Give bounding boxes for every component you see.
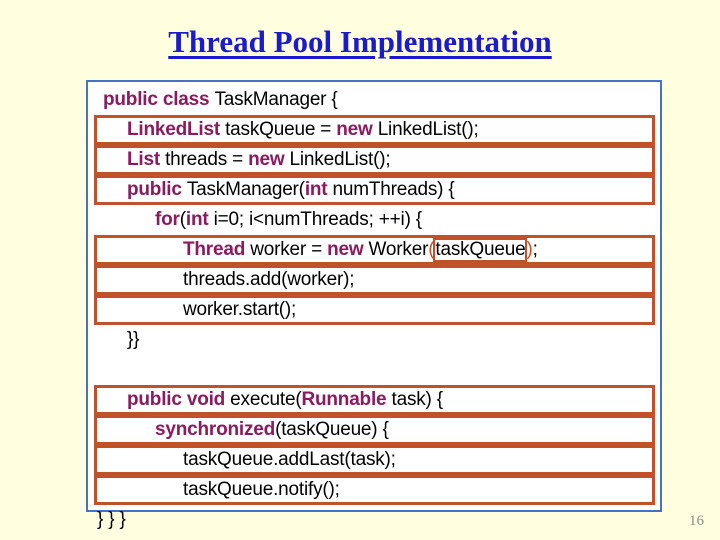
code-token-text: } } }: [97, 509, 126, 530]
code-token-highlight: taskQueue: [433, 238, 528, 262]
code-token-text: threads.add(worker);: [183, 269, 355, 290]
code-token-keyword: List: [127, 149, 166, 170]
code-token-keyword: synchronized: [155, 419, 276, 440]
code-token-text: taskQueue.addLast(task);: [183, 449, 396, 470]
code-token-text: i=0; i<numThreads; ++i) {: [213, 209, 423, 230]
code-token-text: taskQueue =: [225, 119, 337, 140]
code-line: taskQueue.notify();: [94, 475, 655, 505]
code-token-keyword: Thread: [183, 239, 251, 260]
code-line: [94, 355, 655, 385]
code-token-text: TaskManager {: [214, 89, 338, 110]
code-line: worker.start();: [94, 295, 655, 325]
code-token-paren: ): [526, 239, 533, 260]
code-token-text: taskQueue.notify();: [183, 479, 340, 500]
code-line: threads.add(worker);: [94, 265, 655, 295]
code-token-keyword: new: [336, 119, 378, 140]
page-title: Thread Pool Implementation: [168, 24, 552, 59]
code-line: public void execute(Runnable task) {: [94, 385, 655, 415]
code-line: LinkedList taskQueue = new LinkedList();: [94, 115, 655, 145]
code-line: synchronized(taskQueue) {: [94, 415, 655, 445]
code-token-keyword: public: [127, 179, 187, 200]
code-line: public class TaskManager {: [94, 85, 655, 115]
code-line: for(int i=0; i<numThreads; ++i) {: [94, 205, 655, 235]
code-line: } } }: [94, 505, 655, 535]
code-token-text: Worker: [368, 239, 429, 260]
code-token-text: }}: [127, 329, 140, 350]
code-token-text: [103, 359, 108, 381]
code-line: taskQueue.addLast(task);: [94, 445, 655, 475]
code-token-text: TaskManager(: [186, 179, 305, 200]
code-token-keyword: new: [327, 239, 369, 260]
code-token-text: threads =: [165, 149, 249, 170]
code-token-text: ;: [532, 239, 538, 260]
code-line: public TaskManager(int numThreads) {: [94, 175, 655, 205]
code-token-keyword: Runnable: [301, 389, 392, 410]
code-token-keyword: int: [304, 179, 333, 200]
code-token-keyword: for: [155, 209, 180, 230]
code-token-keyword: int: [185, 209, 214, 230]
code-token-text: LinkedList();: [377, 119, 479, 140]
code-token-keyword: LinkedList: [127, 119, 226, 140]
code-token-text: (taskQueue) {: [275, 419, 389, 440]
code-token-text: execute(: [230, 389, 302, 410]
code-line: Thread worker = new Worker(taskQueue);: [94, 235, 655, 265]
code-token-keyword: new: [248, 149, 290, 170]
code-token-text: worker.start();: [183, 299, 297, 320]
code-token-text: task) {: [391, 389, 444, 410]
code-line: }}: [94, 325, 655, 355]
code-token-text: (: [179, 209, 186, 230]
code-panel: public class TaskManager {LinkedList tas…: [86, 80, 662, 530]
code-line-list: public class TaskManager {LinkedList tas…: [88, 82, 660, 530]
slide-page-number: 16: [689, 513, 704, 529]
code-token-text: LinkedList();: [289, 149, 391, 170]
code-line: List threads = new LinkedList();: [94, 145, 655, 175]
code-token-keyword: public class: [103, 89, 215, 110]
code-token-keyword: public void: [127, 389, 231, 410]
code-token-text: numThreads) {: [332, 179, 455, 200]
code-token-paren: (: [428, 239, 435, 260]
code-token-text: worker =: [250, 239, 328, 260]
